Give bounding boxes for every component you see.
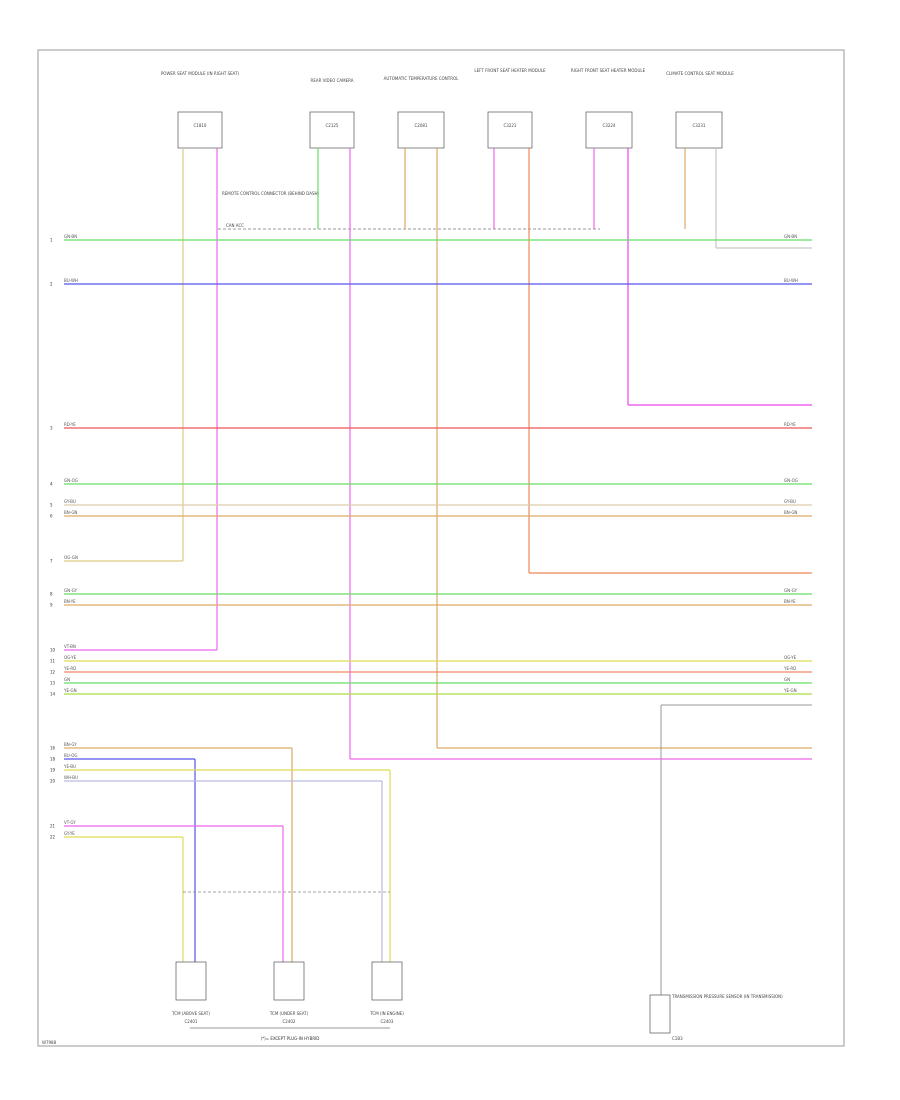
wire-label-right: RD-YE [784,422,796,427]
wire-label: BU-OG [64,753,77,758]
wire-pin: 21 [50,824,56,829]
wire-label: YE-BU [63,764,76,769]
wire-pin: 6 [50,514,53,519]
top-module-2-connector: C2125 [326,123,339,128]
top-module-6-connector: C3231 [693,123,706,128]
wire-label-right: BN-GN [784,510,797,515]
wire-label: OG-GN [64,555,78,560]
wire-label: OG-YE [64,655,77,660]
top-module-5-connector: C3224 [603,123,616,128]
wire-pin: 18 [50,757,56,762]
bottom-module-2: TCM (UNDER SEAT) C2402 [269,961,309,1024]
wire-label-right: GN-OG [784,478,798,483]
wire-pin: 20 [50,779,56,784]
top-module-3: AUTOMATIC TEMPERATURE CONTROL C2081 [384,76,459,149]
wire-label-right: GN [784,677,790,682]
top-module-6: CLIMATE CONTROL SEAT MODULE C3231 [666,71,734,149]
wire-label-right: BN-YE [784,599,796,604]
wire-pin: 8 [50,592,53,597]
footer-note: (*)= EXCEPT PLUG-IN HYBRID [261,1036,320,1041]
sensor-connector: C1B3 [672,1036,683,1041]
wire-pin: 19 [50,768,56,773]
wire-label: BN-YE [64,599,76,604]
top-module-2: REAR VIDEO CAMERA C2125 [309,78,355,149]
wire-label-right: YE-RD [783,666,796,671]
top-module-4: LEFT FRONT SEAT HEATER MODULE C3221 [474,68,546,149]
wire-label-right: YE-GN [783,688,797,693]
bottom-module-1-name: TCM (ABOVE SEAT) [171,1011,210,1016]
wire-label: RD-YE [64,422,76,427]
bottom-module-3-name: TCM (IN ENGINE) [369,1011,404,1016]
bottom-module-1: TCM (ABOVE SEAT) C2401 [171,961,210,1024]
wire-label: WH-BU [64,775,78,780]
diagram-id: W7988 [42,1040,57,1045]
top-module-5-name: RIGHT FRONT SEAT HEATER MODULE [571,68,646,73]
wire-pin: 4 [50,482,53,487]
wire-pin: 2 [50,282,53,287]
vertical-wires [182,148,812,995]
wire-label-right: OG-YE [784,655,797,660]
wire-label: GN-GY [64,588,78,593]
can-bus-label: CAN ACC [226,223,244,228]
top-module-1-connector: C1810 [194,123,207,128]
wire-label-right: GN-BN [784,234,797,239]
top-module-6-name: CLIMATE CONTROL SEAT MODULE [666,71,734,76]
wire-pin: 9 [50,603,53,608]
wire-pin: 3 [50,426,53,431]
wire-pin: 10 [50,648,56,653]
wire-label-right: GY-BU [784,499,796,504]
wire-pin: 13 [50,681,56,686]
wire-pin: 5 [50,503,53,508]
wire-label: BU-WH [64,278,78,283]
wire-pin: 1 [50,238,53,243]
wire-label-right: BU-WH [784,278,798,283]
pressure-sensor: TRANSMISSION PRESSURE SENSOR (IN TRANSMI… [649,994,783,1041]
side-note: REMOTE CONTROL CONNECTOR (BEHIND DASH) [222,191,319,196]
wire-pin: 7 [50,559,53,564]
wire-label: GN-OG [64,478,78,483]
wire-label: GN [64,677,70,682]
wire-pin: 22 [50,835,56,840]
wire-label: BN-GY [64,742,77,747]
top-module-1: POWER SEAT MODULE (IN RIGHT SEAT) C1810 [161,71,240,149]
sensor-name: TRANSMISSION PRESSURE SENSOR (IN TRANSMI… [671,994,783,999]
wire-label: YE-GN [63,688,77,693]
wire-label: GY-BU [64,499,76,504]
wire-label: GY-YE [64,831,75,836]
wire-pin: 12 [50,670,56,675]
wire-label-right: GN-GY [784,588,798,593]
wire-layer: 1 GN-BN GN-BN 2 BU-WH BU-WH 3 RD-YE RD-YE 4 GN-OG G… [50,234,812,840]
wire-pin: 16 [50,746,56,751]
bottom-module-3: TCM (IN ENGINE) C2403 [369,961,404,1024]
top-module-4-connector: C3221 [504,123,517,128]
wire-label: GN-BN [64,234,77,239]
wire-label: YE-RD [63,666,76,671]
wire-label: BN-GN [64,510,77,515]
top-module-4-name: LEFT FRONT SEAT HEATER MODULE [474,68,546,73]
wire-label: VT-BN [64,644,76,649]
top-module-3-name: AUTOMATIC TEMPERATURE CONTROL [384,76,459,81]
wire-pin: 14 [50,692,56,697]
bottom-module-2-name: TCM (UNDER SEAT) [269,1011,309,1016]
wire-pin: 11 [50,659,56,664]
top-module-5: RIGHT FRONT SEAT HEATER MODULE C3224 [571,68,646,149]
diagram-frame [37,49,845,1047]
bottom-module-1-connector: C2401 [185,1019,198,1024]
top-module-3-connector: C2081 [415,123,428,128]
bottom-module-2-connector: C2402 [283,1019,296,1024]
top-module-1-name: POWER SEAT MODULE (IN RIGHT SEAT) [161,71,240,76]
top-module-2-name: REAR VIDEO CAMERA [311,78,354,83]
wire-label: VT-GY [64,820,76,825]
bottom-module-3-connector: C2403 [381,1019,394,1024]
